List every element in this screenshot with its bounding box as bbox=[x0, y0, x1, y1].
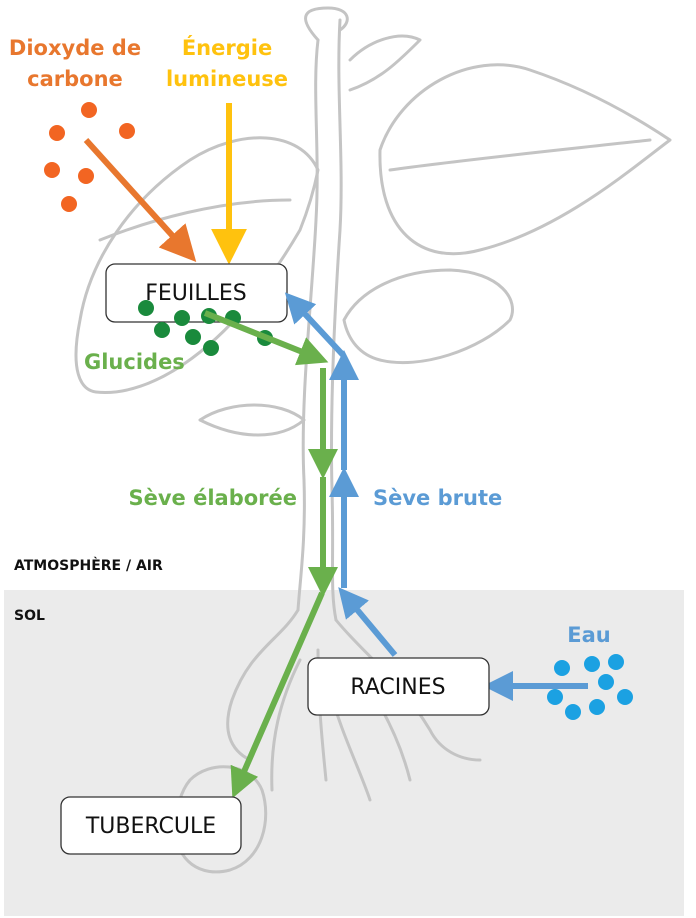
co2-dot bbox=[81, 102, 97, 118]
water-molecules bbox=[547, 654, 633, 720]
seve-elaboree-arrow-leaf bbox=[203, 310, 329, 366]
seve-elaboree-arrow-tuber bbox=[230, 591, 325, 799]
tubercule-box: TUBERCULE bbox=[60, 796, 242, 855]
eau-label: Eau bbox=[567, 623, 610, 647]
water-dot bbox=[565, 704, 581, 720]
seve-brute-arrow-root bbox=[338, 587, 398, 657]
light-label-line1: Énergie bbox=[182, 35, 272, 60]
water-dot bbox=[598, 674, 614, 690]
water-dot bbox=[617, 689, 633, 705]
co2-dot bbox=[119, 123, 135, 139]
water-dot bbox=[608, 654, 624, 670]
water-dot bbox=[547, 689, 563, 705]
glucide-dot bbox=[185, 329, 201, 345]
seve-elaboree-label: Sève élaborée bbox=[128, 486, 297, 510]
feuilles-box: FEUILLES bbox=[105, 263, 288, 323]
feuilles-label: FEUILLES bbox=[145, 281, 247, 306]
co2-label-line2: carbone bbox=[27, 67, 123, 91]
seve-brute-label: Sève brute bbox=[373, 486, 502, 510]
plant-outline bbox=[74, 6, 672, 874]
co2-dot bbox=[78, 168, 94, 184]
seve-brute-arrow-leaf bbox=[284, 292, 346, 358]
water-dot bbox=[554, 660, 570, 676]
atmosphere-label: ATMOSPHÈRE / AIR bbox=[14, 557, 163, 574]
tubercule-label: TUBERCULE bbox=[85, 814, 216, 839]
water-dot bbox=[589, 699, 605, 715]
co2-dot bbox=[61, 196, 77, 212]
co2-label-line1: Dioxyde de bbox=[9, 36, 141, 60]
racines-box: RACINES bbox=[307, 657, 490, 716]
glucide-dot bbox=[174, 310, 190, 326]
co2-arrow bbox=[83, 137, 197, 263]
glucide-dot bbox=[138, 300, 154, 316]
water-dot bbox=[584, 656, 600, 672]
co2-dot bbox=[44, 162, 60, 178]
glucides-label: Glucides bbox=[84, 350, 185, 374]
racines-label: RACINES bbox=[350, 675, 445, 700]
glucide-dot bbox=[203, 340, 219, 356]
glucide-dot bbox=[154, 322, 170, 338]
soil-area bbox=[4, 590, 684, 916]
co2-dot bbox=[49, 125, 65, 141]
sol-label: SOL bbox=[14, 608, 45, 624]
co2-molecules bbox=[44, 102, 135, 212]
light-label-line2: lumineuse bbox=[166, 67, 288, 91]
